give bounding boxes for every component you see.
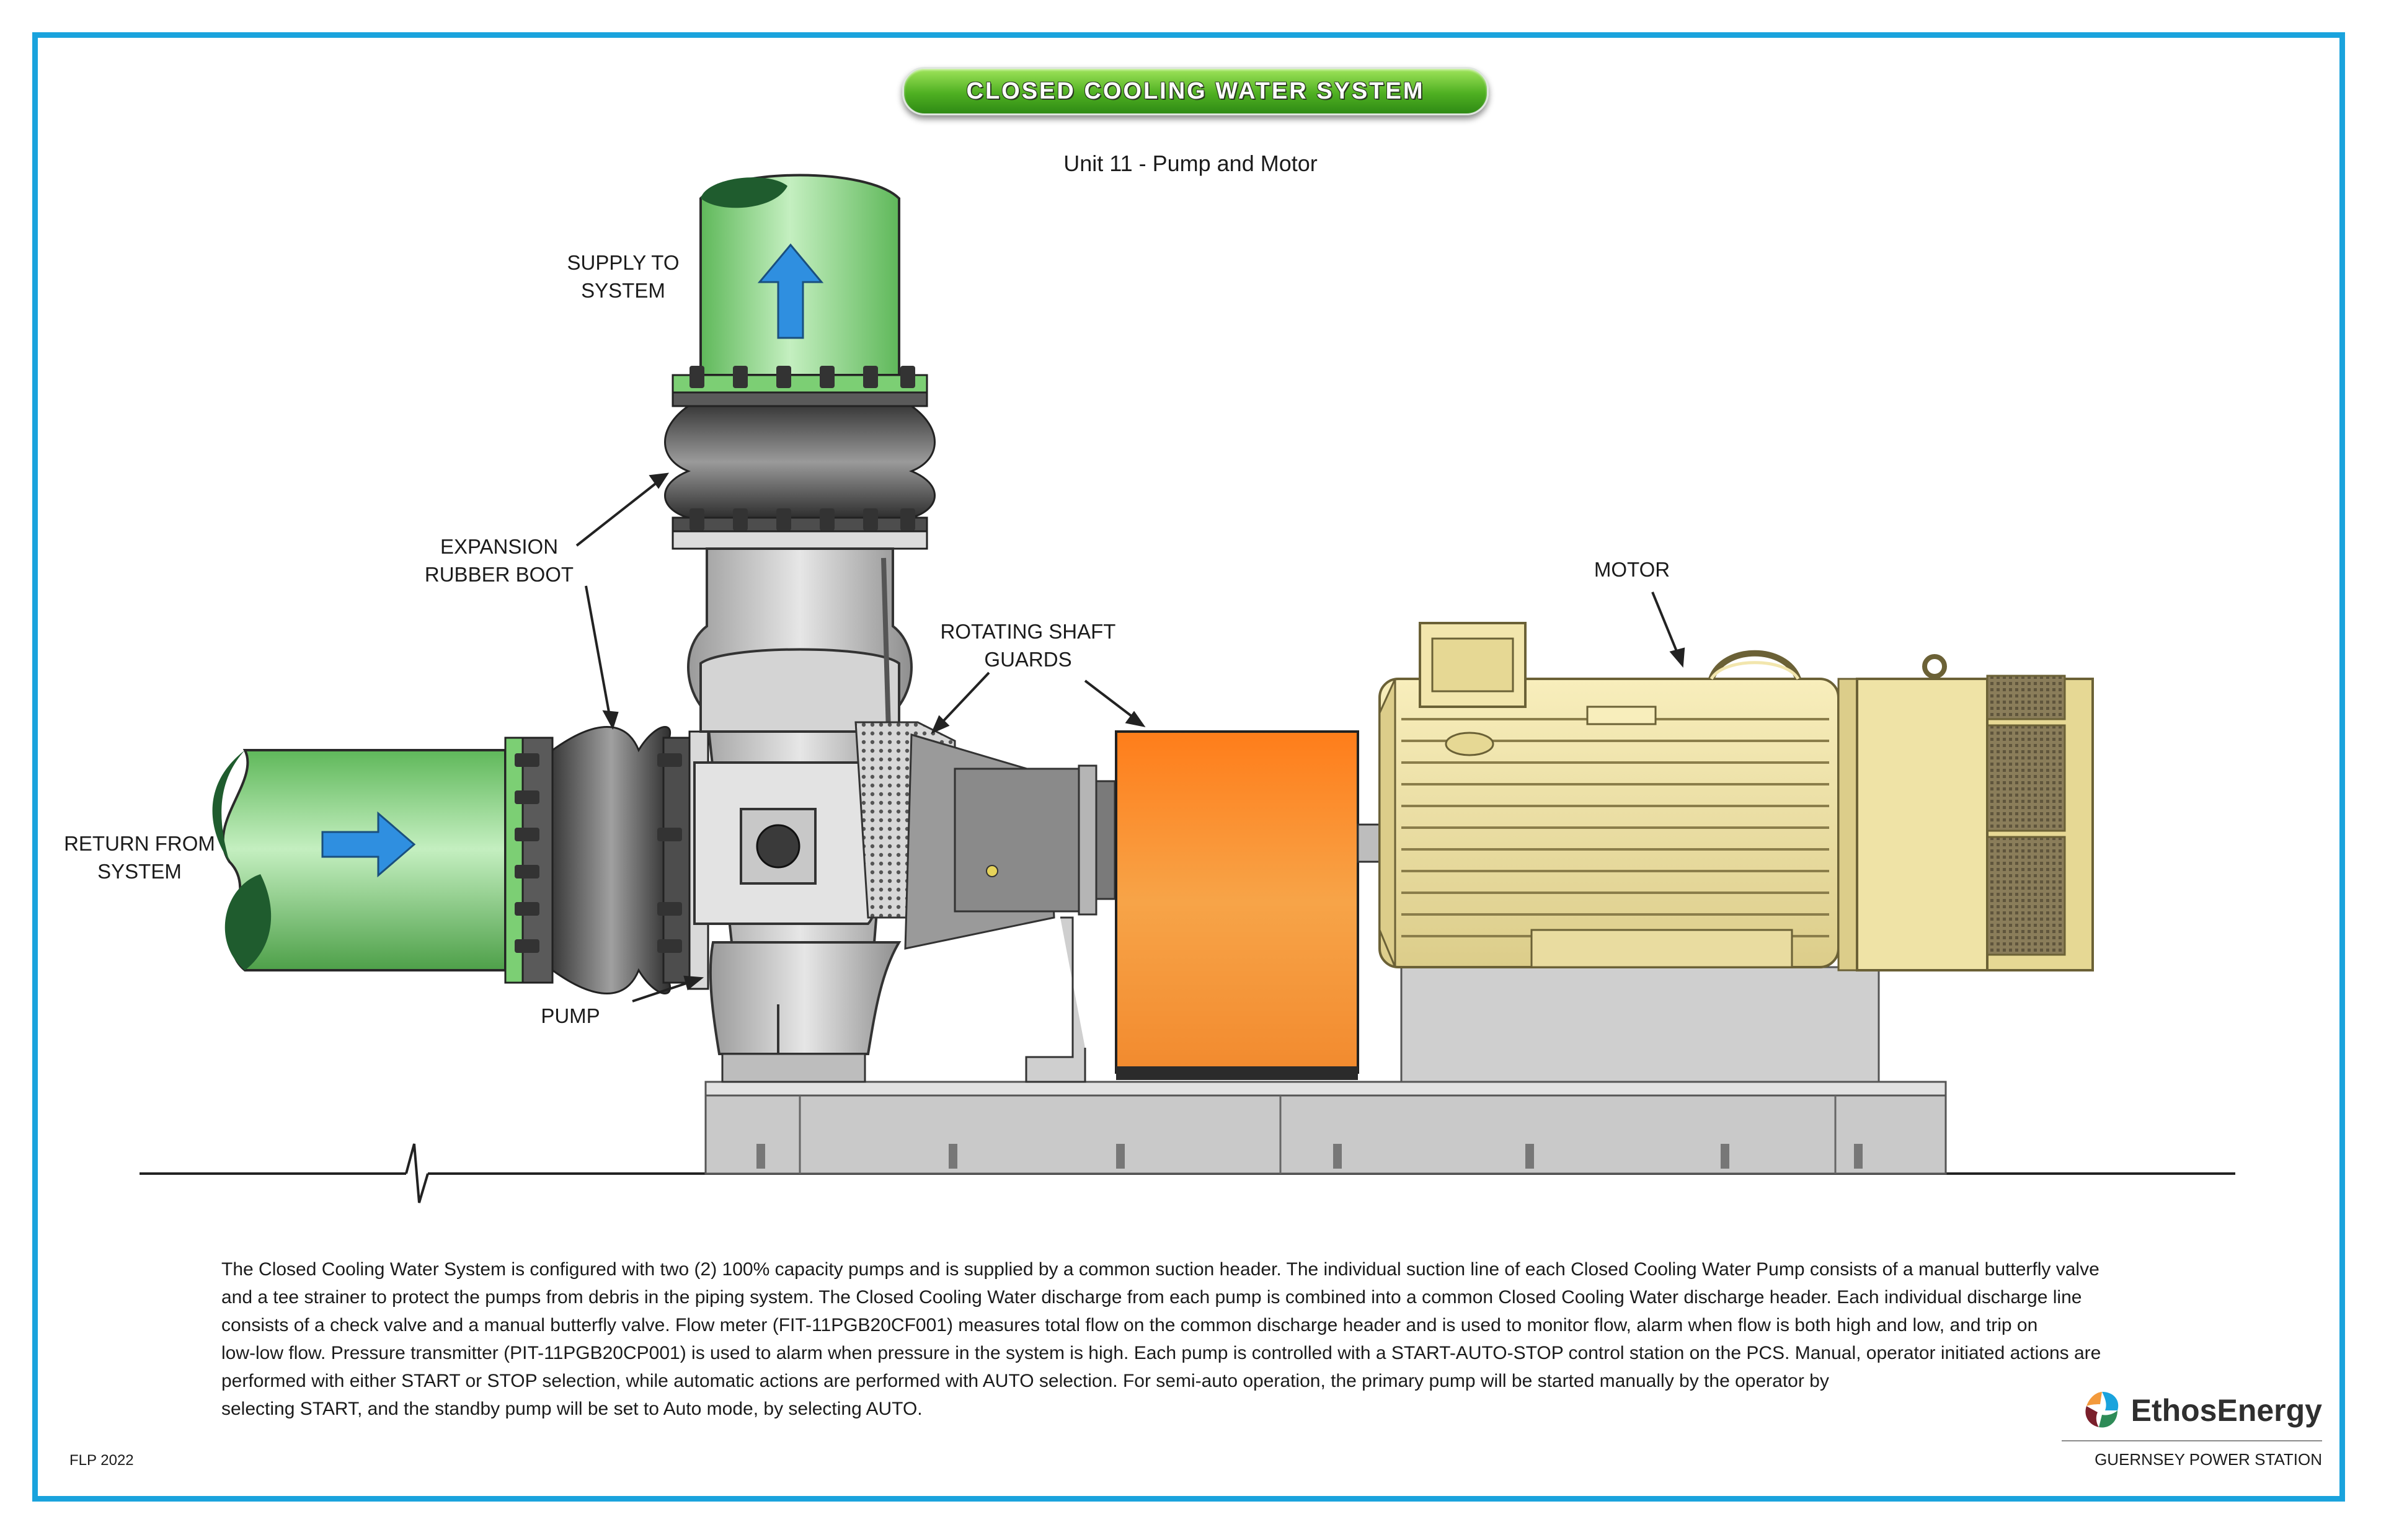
return-pipe	[212, 749, 507, 971]
bearing-frame	[904, 733, 1116, 1083]
page-title: CLOSED COOLING WATER SYSTEM	[966, 77, 1425, 104]
label-return-line2: SYSTEM	[97, 860, 182, 883]
label-expansion-line2: RUBBER BOOT	[425, 563, 574, 586]
label-motor: MOTOR	[1594, 558, 1670, 581]
expansion-boot-horizontal	[551, 726, 672, 994]
label-supply-line1: SUPPLY TO	[567, 251, 680, 274]
motor-body	[1378, 622, 2094, 971]
coupling-guard-orange	[1115, 730, 1359, 1080]
company-logo: EthosEnergy GUERNSEY POWER STATION	[2062, 1386, 2322, 1472]
description-line: consists of a check valve and a manual b…	[221, 1315, 2038, 1335]
border-frame	[32, 32, 2345, 1502]
page-subtitle: Unit 11 - Pump and Motor	[1063, 151, 1318, 176]
station-name: GUERNSEY POWER STATION	[2095, 1450, 2322, 1469]
expansion-boot-vertical	[664, 405, 936, 519]
label-supply-line2: SYSTEM	[581, 279, 665, 302]
title-banner: CLOSED COOLING WATER SYSTEM	[902, 67, 1489, 115]
leader-arrows	[575, 472, 1685, 1002]
label-expansion-line1: EXPANSION	[440, 535, 558, 558]
flow-arrow-right-icon	[321, 811, 416, 878]
base-skid	[704, 1081, 1947, 1175]
description-line: The Closed Cooling Water System is confi…	[221, 1259, 2099, 1280]
description-line: low-low flow. Pressure transmitter (PIT-…	[221, 1343, 2101, 1363]
brand-name: EthosEnergy	[2130, 1393, 2322, 1428]
label-guards-line2: GUARDS	[984, 648, 1071, 671]
flow-arrow-up-icon	[757, 243, 824, 339]
supply-flange	[672, 366, 928, 407]
pump-casing	[687, 547, 913, 1083]
label-pump: PUMP	[541, 1004, 600, 1027]
motor-pedestal	[1400, 966, 1880, 1083]
brand-divider	[2062, 1440, 2322, 1441]
description-line: and a tee strainer to protect the pumps …	[221, 1287, 2082, 1308]
label-return-line1: RETURN FROM	[64, 832, 215, 855]
return-flange	[504, 737, 554, 984]
description-line: performed with either START or STOP sele…	[221, 1371, 1829, 1391]
document-code: FLP 2022	[69, 1452, 134, 1469]
label-guards-line1: ROTATING SHAFT	[941, 620, 1116, 643]
description-text: The Closed Cooling Water System is confi…	[221, 1255, 2206, 1423]
pump-discharge-flange	[672, 508, 928, 550]
description-line: selecting START, and the standby pump wi…	[221, 1399, 923, 1419]
ethos-logo-icon	[2085, 1392, 2118, 1428]
